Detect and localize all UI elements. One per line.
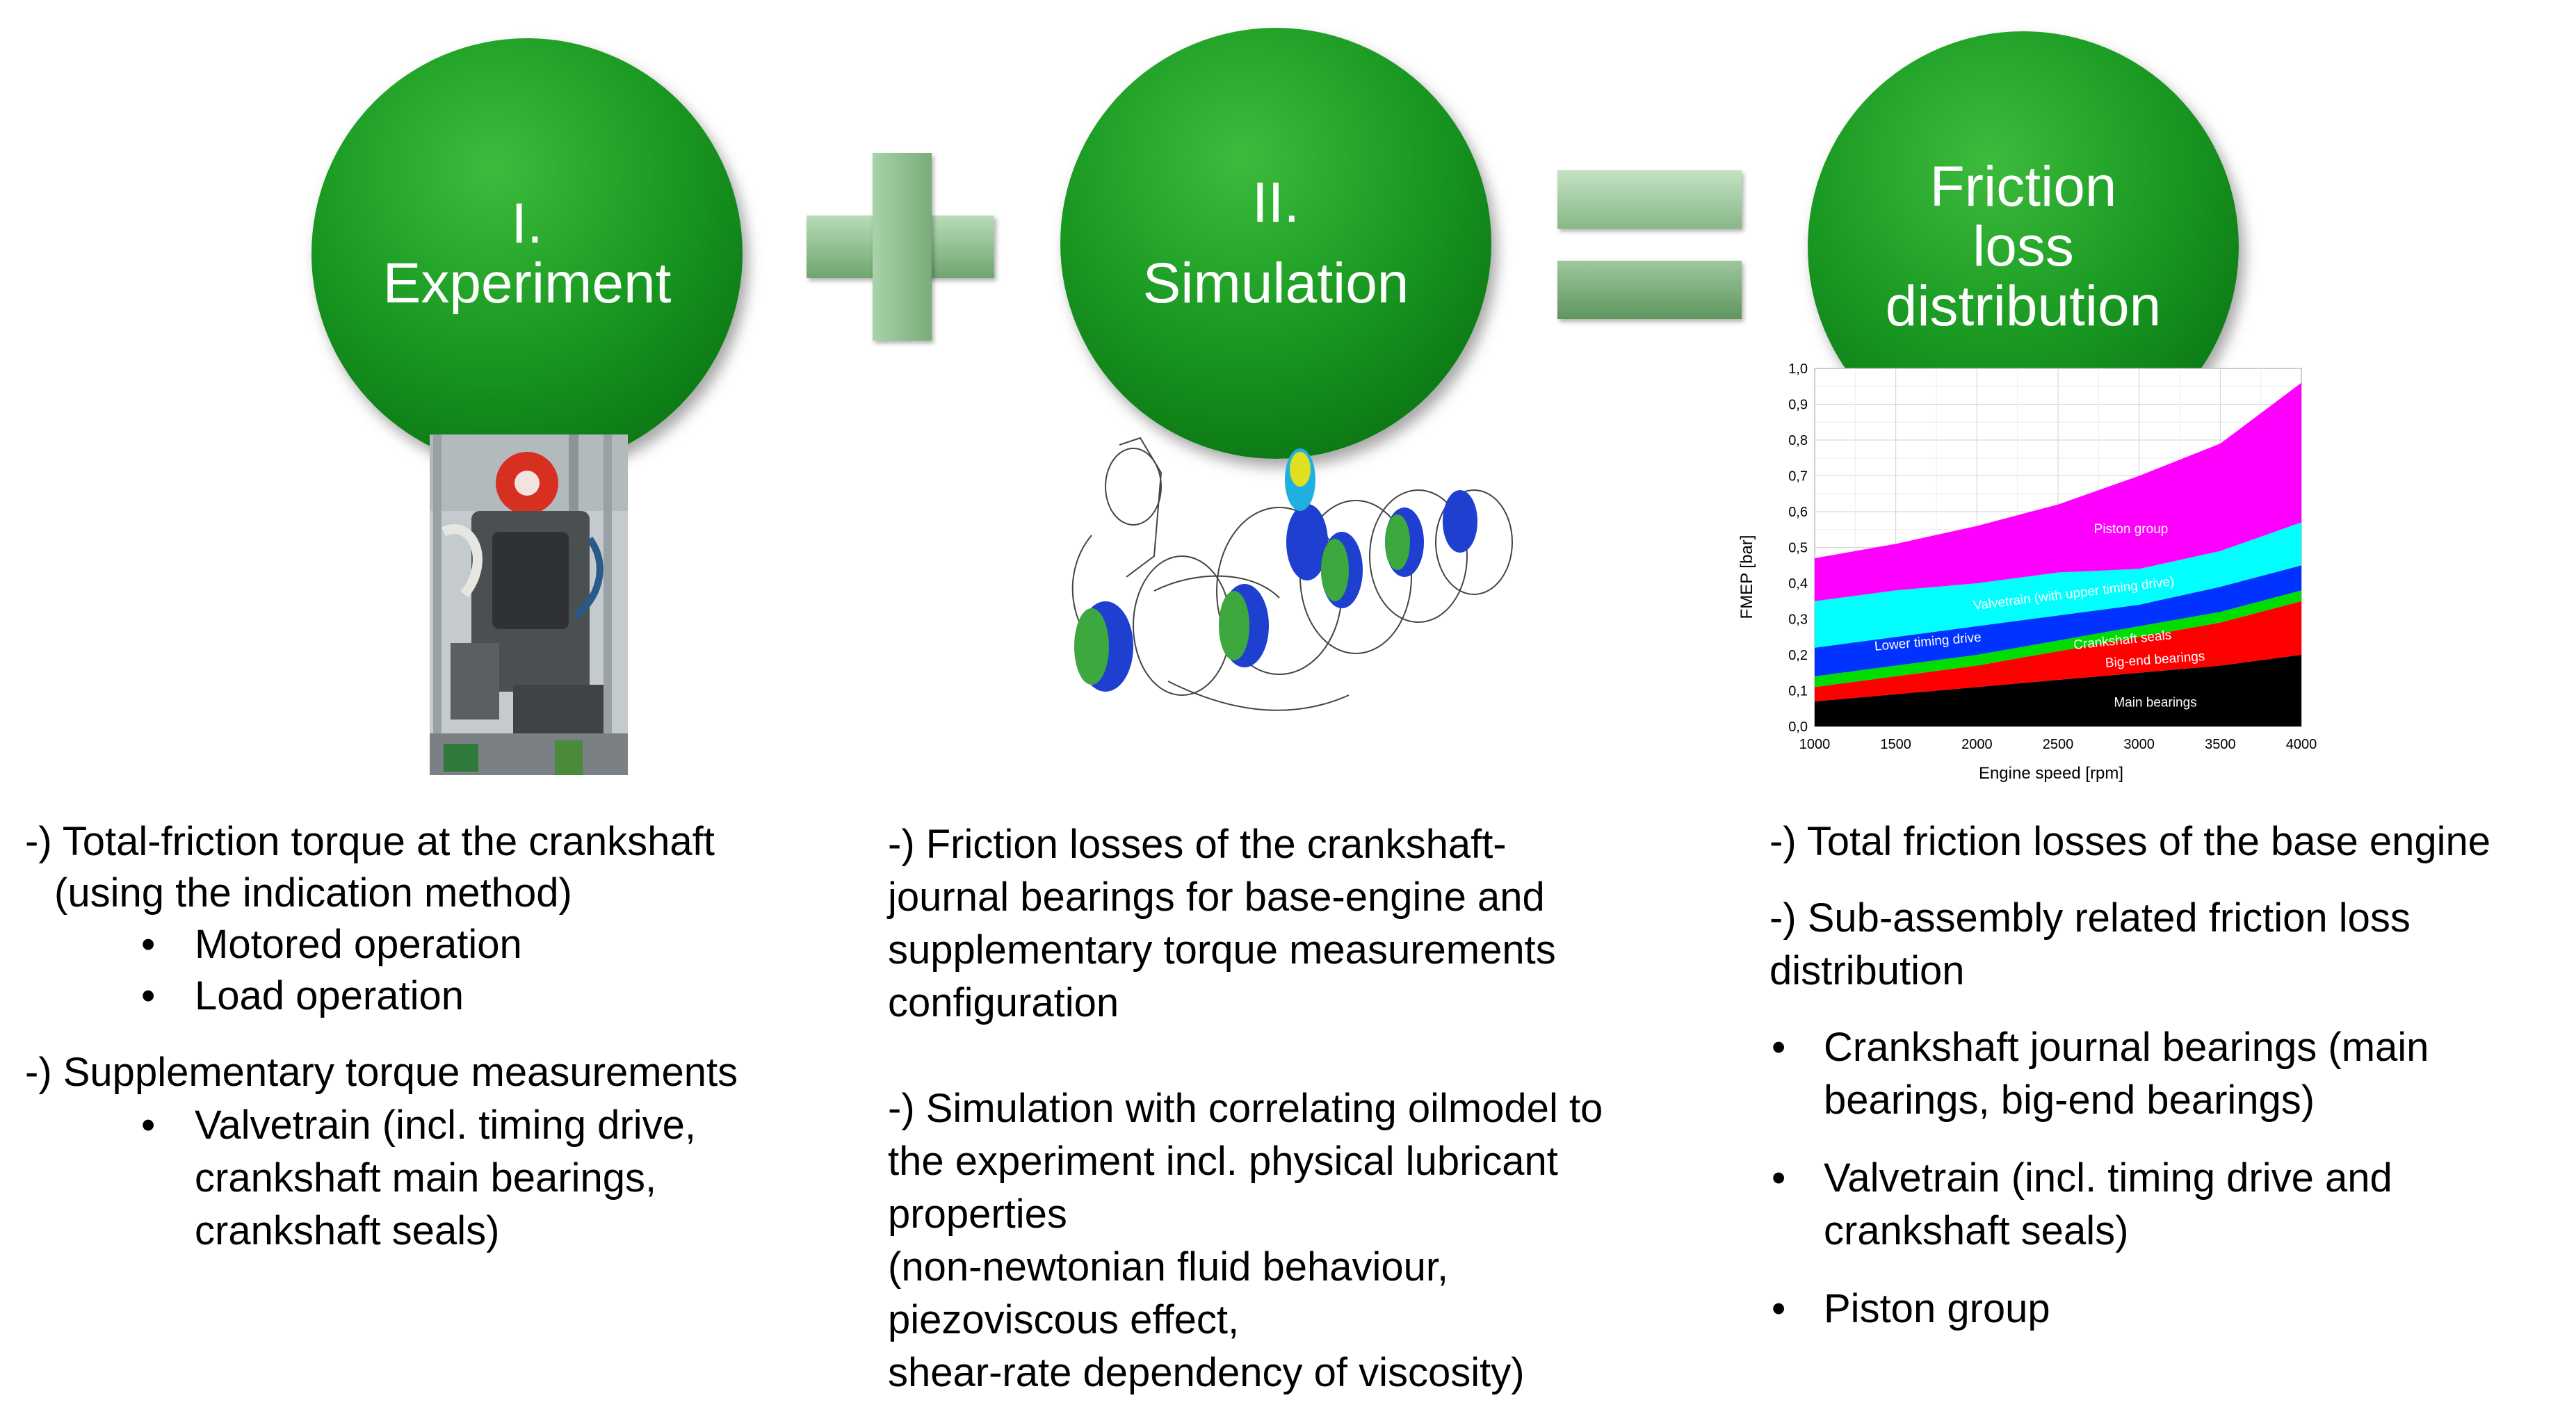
y-tick-label: 0,7 [1788, 469, 1808, 485]
y-tick-label: 1,0 [1788, 361, 1808, 377]
friction-label-line3: distribution [1885, 275, 2162, 338]
y-tick-label: 0,6 [1788, 505, 1808, 520]
y-tick-label: 0,4 [1788, 576, 1808, 592]
col1-item-load: Load operation [195, 973, 464, 1018]
col1-bullet-2: • [141, 973, 156, 1018]
x-tick-label: 3000 [2123, 737, 2155, 752]
col2-line-8: (non-newtonian fluid behaviour, [888, 1244, 1449, 1290]
col1-line-indication-method: (using the indication method) [54, 870, 572, 916]
col2-line-3: supplementary torque measurements [888, 927, 1556, 973]
crankshaft-simulation-illustration [1071, 437, 1513, 711]
engine-test-bench-photo [430, 434, 628, 775]
equals-sign-bottom [1557, 261, 1742, 319]
y-axis-ticks: 0,0 0,1 0,2 0,3 0,4 0,5 0,6 0,7 0,8 0,9 1,0 [1788, 361, 1808, 735]
col3-item-valvetrain-1: Valvetrain (incl. timing drive and [1824, 1155, 2392, 1201]
series-area-0 [1815, 655, 2301, 726]
col2-line-1: -) Friction losses of the crankshaft- [888, 822, 1507, 867]
col2-line-7: properties [888, 1192, 1067, 1237]
x-tick-label: 1000 [1799, 737, 1831, 752]
experiment-circle: I. Experiment [311, 38, 743, 469]
test-bench-illustration [430, 434, 628, 775]
y-tick-label: 0,5 [1788, 541, 1808, 556]
y-tick-label: 0,9 [1788, 398, 1808, 413]
equals-sign-top [1557, 170, 1742, 229]
col2-line-9: piezoviscous effect, [888, 1297, 1240, 1342]
series-area-4 [1815, 522, 2301, 648]
col1-line-total-friction: -) Total-friction torque at the cranksha… [25, 819, 715, 864]
y-tick-label: 0,1 [1788, 684, 1808, 699]
x-tick-label: 2000 [1961, 737, 1993, 752]
series-area-2 [1815, 590, 2301, 688]
col3-item-valvetrain-2: crankshaft seals) [1824, 1208, 2129, 1253]
series-area-5 [1815, 382, 2301, 601]
simulation-number: II. [1251, 171, 1300, 234]
series-area-3 [1815, 565, 2301, 676]
y-tick-label: 0,8 [1788, 433, 1808, 448]
series-label-5: Piston group [2094, 522, 2169, 537]
plus-sign-vertical [873, 153, 932, 341]
col1-item-valvetrain-2: crankshaft main bearings, [195, 1155, 657, 1201]
friction-label-line2: loss [1972, 215, 2074, 278]
col2-line-6: the experiment incl. physical lubricant [888, 1139, 1558, 1184]
y-tick-label: 0,0 [1788, 719, 1808, 735]
experiment-number: I. [511, 192, 543, 255]
col1-item-motored: Motored operation [195, 922, 522, 967]
col3-line-total: -) Total friction losses of the base eng… [1769, 819, 2491, 864]
col3-item-piston: Piston group [1824, 1286, 2050, 1331]
y-tick-label: 0,3 [1788, 612, 1808, 628]
experiment-label: Experiment [382, 252, 672, 315]
friction-label-line1: Friction [1929, 155, 2117, 218]
y-axis-label: FMEP [bar] [1737, 535, 1756, 619]
x-tick-label: 4000 [2286, 737, 2317, 752]
col1-bullet-3: • [141, 1103, 156, 1148]
col1-item-valvetrain-3: crankshaft seals) [195, 1208, 500, 1253]
x-axis-label: Engine speed [rpm] [1979, 764, 2123, 783]
x-axis-ticks: 1000 1500 2000 2500 3000 3500 4000 [1799, 737, 2317, 752]
col2-line-5: -) Simulation with correlating oilmodel … [888, 1086, 1603, 1131]
series-label-0: Main bearings [2114, 696, 2196, 710]
col3-bullet-2: • [1772, 1155, 1786, 1201]
col1-line-supplementary: -) Supplementary torque measurements [25, 1050, 738, 1095]
simulation-circle: II. Simulation [1060, 28, 1491, 459]
col3-item-journal-2: bearings, big-end bearings) [1824, 1078, 2315, 1123]
col3-line-subassembly: -) Sub-assembly related friction loss [1769, 895, 2411, 941]
col1-item-valvetrain-1: Valvetrain (incl. timing drive, [195, 1103, 696, 1148]
x-tick-label: 1500 [1880, 737, 1911, 752]
col3-item-journal-1: Crankshaft journal bearings (main [1824, 1025, 2429, 1070]
x-tick-label: 3500 [2205, 737, 2236, 752]
col2-line-4: configuration [888, 980, 1119, 1025]
col3-bullet-3: • [1772, 1286, 1786, 1331]
col3-line-distribution: distribution [1769, 948, 1965, 993]
x-tick-label: 2500 [2043, 737, 2074, 752]
col2-line-10: shear-rate dependency of viscosity) [888, 1350, 1525, 1395]
col2-line-2: journal bearings for base-engine and [888, 875, 1545, 920]
col3-bullet-1: • [1772, 1025, 1786, 1070]
col1-bullet-1: • [141, 922, 156, 967]
chart-series-areas [1815, 382, 2301, 726]
simulation-label: Simulation [1142, 252, 1409, 315]
y-tick-label: 0,2 [1788, 648, 1808, 663]
fmep-stacked-area-chart: 0,0 0,1 0,2 0,3 0,4 0,5 0,6 0,7 0,8 0,9 1,0 1000 15… [1737, 361, 2317, 783]
